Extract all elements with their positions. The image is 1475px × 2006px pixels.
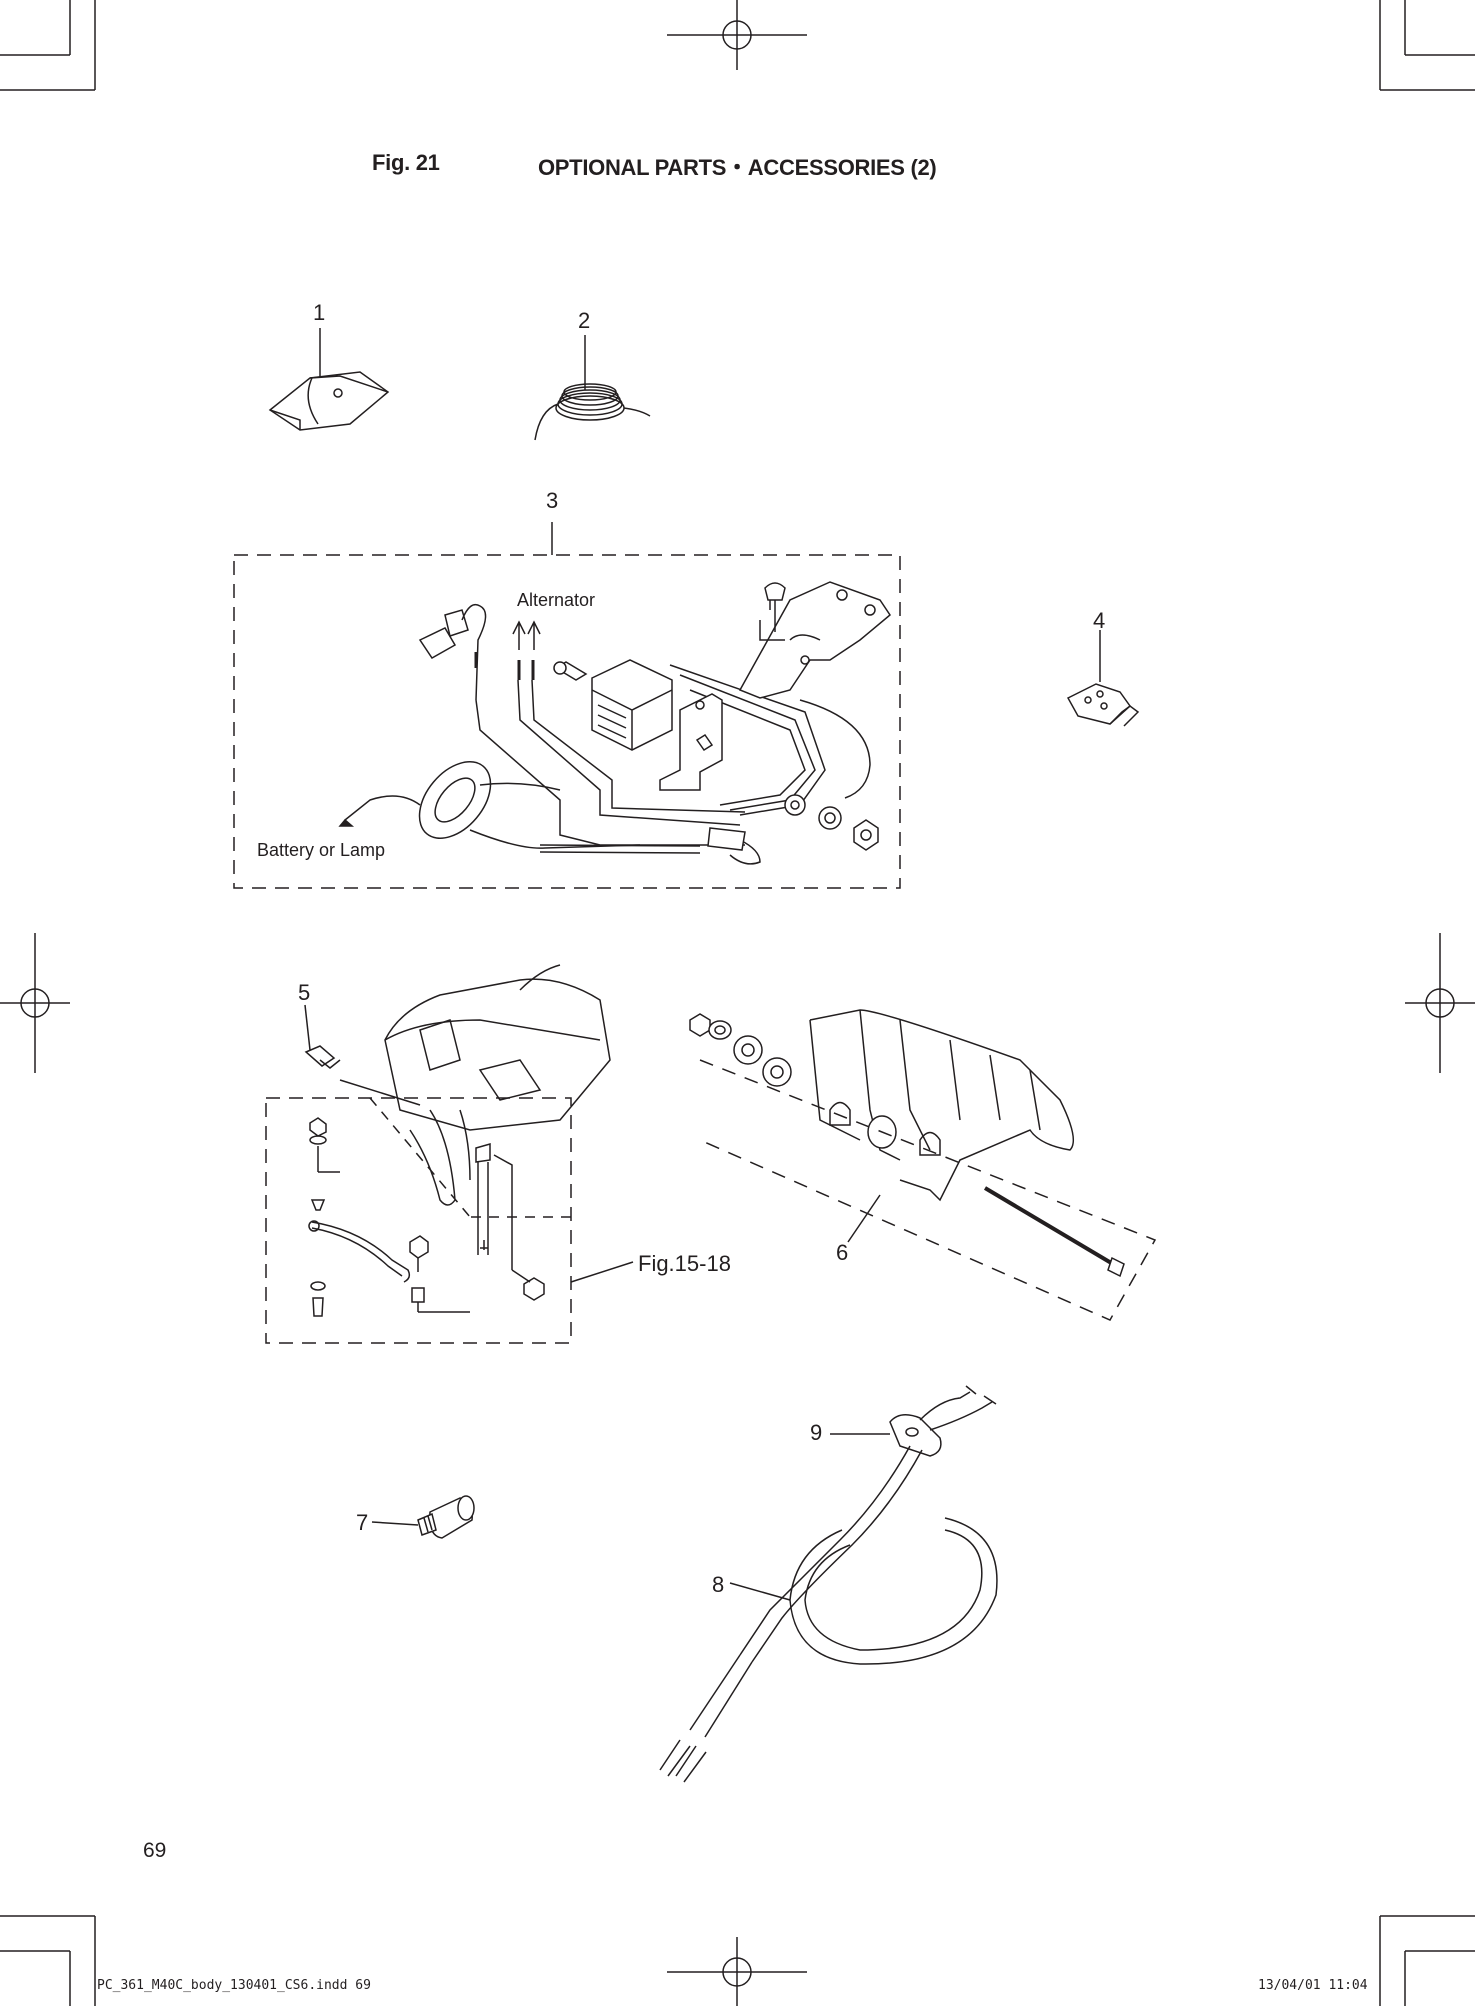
part-1-pouch — [268, 328, 390, 431]
part-5-hardware-kit — [265, 964, 634, 1344]
page-title: OPTIONAL PARTS・ACCESSORIES (2) — [538, 155, 937, 180]
callout-9: 9 — [810, 1420, 823, 1445]
part-7-fitting — [371, 1495, 475, 1539]
callout-5: 5 — [298, 980, 311, 1005]
callout-1: 1 — [313, 300, 326, 325]
fig-label: Fig. 21 — [372, 150, 440, 175]
part-8-9-cable-assembly — [659, 1385, 998, 1783]
footer-timestamp: 13/04/01 11:04 — [1258, 1978, 1368, 1993]
part-3-alternator-kit — [233, 522, 901, 889]
callout-3: 3 — [546, 488, 559, 513]
page-number: 69 — [143, 1839, 167, 1862]
battery-or-lamp-label: Battery or Lamp — [257, 840, 386, 860]
callout-8: 8 — [712, 1572, 725, 1597]
callout-4: 4 — [1093, 608, 1106, 633]
callout-2: 2 — [578, 308, 591, 333]
alternator-label: Alternator — [517, 590, 596, 610]
fig-reference-label: Fig.15-18 — [638, 1251, 731, 1276]
part-4-bracket — [1066, 630, 1140, 727]
callout-7: 7 — [356, 1510, 369, 1535]
callout-6: 6 — [836, 1240, 849, 1265]
part-6-mount-kit — [689, 1009, 1157, 1321]
part-2-coil — [534, 335, 651, 441]
footer-file: PC_361_M40C_body_130401_CS6.indd 69 — [97, 1978, 371, 1993]
